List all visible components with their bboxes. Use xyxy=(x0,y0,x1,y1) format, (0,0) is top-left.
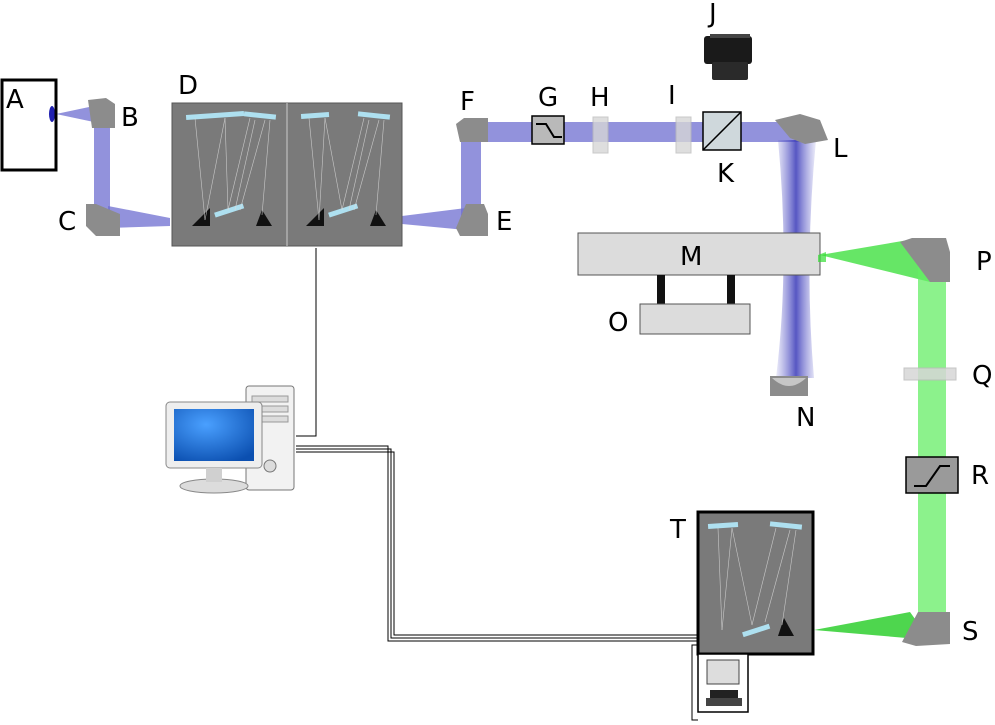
label-D: D xyxy=(178,71,198,101)
label-M: M xyxy=(680,242,702,272)
label-P: P xyxy=(976,247,992,277)
longpass-filter-icon xyxy=(905,456,959,494)
stage-M xyxy=(577,232,821,276)
window-I xyxy=(675,116,692,154)
stage-O xyxy=(639,303,751,335)
mirror-P xyxy=(900,238,950,282)
label-G: G xyxy=(538,83,558,113)
beamsplitter-K xyxy=(702,111,742,151)
spectrometer-D xyxy=(171,102,403,247)
label-C: C xyxy=(58,207,76,237)
label-Q: Q xyxy=(972,361,992,391)
window-Q xyxy=(903,367,957,381)
label-A: A xyxy=(6,85,24,115)
spectrometer-T xyxy=(696,510,815,713)
label-B: B xyxy=(121,103,139,133)
mirror-N xyxy=(770,376,808,396)
source-spot xyxy=(49,106,55,122)
source-box xyxy=(0,78,58,172)
mirror-B xyxy=(88,98,115,128)
label-T: T xyxy=(669,515,686,545)
green-beam-path xyxy=(814,238,946,640)
label-E: E xyxy=(496,207,512,237)
label-F: F xyxy=(460,87,475,117)
cables xyxy=(296,248,698,721)
stage-post-left xyxy=(657,275,665,305)
label-N: N xyxy=(796,403,815,433)
camera-icon xyxy=(704,34,752,80)
label-S: S xyxy=(962,617,979,647)
label-R: R xyxy=(971,461,989,491)
mirror-F xyxy=(456,118,488,142)
mirror-S xyxy=(902,612,950,646)
stage-post-right xyxy=(727,275,735,305)
label-I: I xyxy=(668,81,676,111)
mirror-C xyxy=(86,204,120,236)
label-K: K xyxy=(717,159,735,189)
label-O: O xyxy=(608,308,628,338)
mirror-E xyxy=(456,204,488,236)
desktop-computer-icon xyxy=(165,385,295,494)
label-H: H xyxy=(590,83,610,113)
window-H xyxy=(592,116,609,154)
label-J: J xyxy=(707,0,717,29)
shortpass-filter-icon xyxy=(531,115,565,145)
mirror-L xyxy=(775,114,828,144)
label-L: L xyxy=(833,134,848,164)
